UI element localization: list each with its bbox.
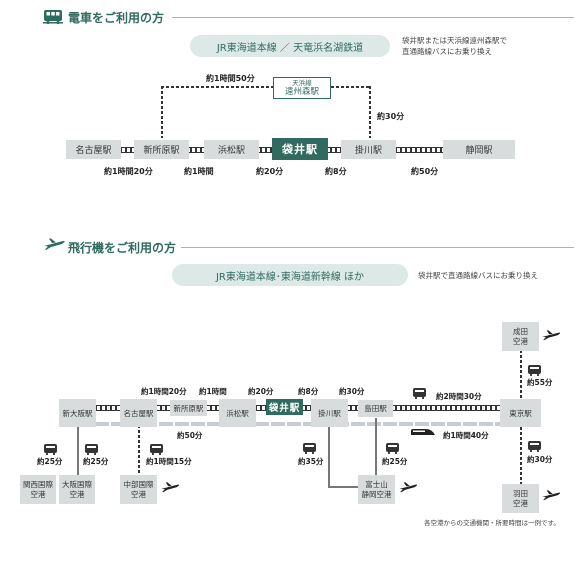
- tenhama-line-label: 天浜線: [292, 79, 312, 87]
- airplane-icon-chubu: [161, 482, 180, 493]
- plane-route-pill: JR東海道本線･東海道新幹線 ほか: [172, 264, 408, 286]
- time-hamamatsu-fukuroi: 約20分: [256, 167, 284, 176]
- train-section-rule: [172, 17, 574, 18]
- p-time-shinkansen-kakegawa-tokyo: 約1時間40分: [443, 431, 489, 440]
- airport-chubu: 中部国際 空港: [120, 475, 157, 504]
- haneda-connector: [520, 422, 522, 484]
- train-route-pill: JR東海道本線 ／ 天竜浜名湖鉄道: [190, 35, 390, 57]
- bus-icon-kansai: [44, 444, 57, 455]
- kansai-connector: [77, 420, 79, 476]
- station-shizuoka: 静岡駅: [443, 140, 515, 159]
- station-shimada: 島田駅: [358, 400, 393, 417]
- chubu-connector: [138, 425, 140, 477]
- p-time-itami-bus: 約25分: [83, 457, 109, 466]
- station-hamamatsu: 浜松駅: [204, 140, 259, 159]
- station-nagoya: 名古屋駅: [66, 140, 121, 159]
- tenhama-line-left: [161, 86, 163, 138]
- shinkansen-track: [95, 422, 505, 426]
- station-hamamatsu-2: 浜松駅: [219, 399, 256, 427]
- train-section-title: 電車をご利用の方: [68, 11, 165, 25]
- p-time-nagoya-shinjohara: 約1時間20分: [141, 387, 187, 396]
- train-icon-haneda: [528, 441, 541, 452]
- airplane-icon-narita: [542, 330, 561, 341]
- tenhama-line-top: [161, 86, 371, 88]
- plane-section-rule: [181, 247, 574, 248]
- airport-narita: 成田 空港: [502, 322, 539, 351]
- plane-section-title: 飛行機をご利用の方: [68, 241, 177, 255]
- fuji-shimada-connector: [375, 418, 377, 475]
- p-time-chubu-train: 約1時間15分: [146, 457, 192, 466]
- time-kakegawa-shizuoka: 約50分: [411, 167, 439, 176]
- station-shinjohara: 新所原駅: [134, 140, 189, 159]
- fuji-kakegawa-connector: [328, 427, 330, 487]
- p-time-fuji-kakegawa: 約35分: [298, 457, 324, 466]
- airplane-icon-fuji: [399, 482, 418, 493]
- p-time-shinjohara-hamamatsu: 約1時間: [199, 387, 227, 396]
- station-tokyo: 東京駅: [500, 399, 541, 427]
- p-time-hamamatsu-fukuroi: 約20分: [248, 387, 274, 396]
- plane-note: 袋井駅で直通路線バスにお乗り換え: [418, 271, 538, 280]
- train-note-line1: 袋井駅または天浜線遠州森駅で: [402, 36, 507, 45]
- time-nagoya-shinjohara: 約1時間20分: [104, 167, 153, 176]
- station-shinjohara-2: 新所原駅: [170, 400, 207, 416]
- airplane-icon: [44, 238, 65, 250]
- bus-icon-fuji-shimada: [386, 443, 399, 454]
- time-tenhama-right: 約30分: [377, 112, 405, 121]
- p-time-narita: 約55分: [527, 378, 553, 387]
- airport-itami: 大阪国際 空港: [59, 475, 95, 504]
- p-time-fukuroi-kakegawa: 約8分: [298, 387, 319, 396]
- station-shin-osaka: 新大阪駅: [59, 399, 96, 427]
- train-icon-chubu: [150, 444, 163, 455]
- p-time-fuji-shimada: 約25分: [382, 457, 408, 466]
- shinkansen-icon: [411, 429, 435, 435]
- narita-connector: [520, 350, 522, 400]
- station-fukuroi: 袋井駅: [272, 138, 328, 160]
- bus-icon-fuji-kakegawa: [303, 443, 316, 454]
- plane-footnote: 各空港からの交通機関・所要時間は一例です。: [424, 519, 560, 527]
- p-time-shimada-tokyo: 約2時間30分: [436, 392, 482, 401]
- station-kakegawa: 掛川駅: [341, 140, 396, 159]
- station-nagoya-2: 名古屋駅: [120, 399, 157, 427]
- train-icon-conventional: [413, 388, 426, 399]
- airport-haneda: 羽田 空港: [502, 484, 539, 513]
- station-kakegawa-2: 掛川駅: [311, 399, 348, 427]
- p-time-kakegawa-shimada: 約30分: [339, 387, 365, 396]
- time-tenhama-top: 約1時間50分: [206, 74, 255, 83]
- enshu-mori-label: 遠州森駅: [284, 87, 319, 97]
- airport-fuji-shizuoka: 富士山 静岡空港: [358, 475, 395, 504]
- station-fukuroi-2: 袋井駅: [266, 399, 303, 415]
- train-icon: [43, 10, 63, 25]
- train-note-line2: 直通路線バスにお乗り換え: [402, 47, 492, 56]
- airplane-icon-haneda: [542, 490, 561, 501]
- p-time-haneda: 約30分: [527, 455, 553, 464]
- train-icon-narita: [528, 365, 541, 376]
- airport-kansai: 関西国際 空港: [20, 475, 56, 504]
- p-time-kansai-bus: 約25分: [37, 457, 63, 466]
- bus-icon-itami: [85, 444, 98, 455]
- fuji-kakegawa-hline: [328, 486, 360, 488]
- tenhama-line-right: [369, 86, 371, 138]
- time-fukuroi-kakegawa: 約8分: [325, 167, 347, 176]
- time-shinjohara-hamamatsu: 約1時間: [184, 167, 214, 176]
- enshu-mori-station: 天浜線 遠州森駅: [273, 77, 331, 99]
- p-time-shinkansen-nagoya-hamamatsu: 約50分: [177, 431, 203, 440]
